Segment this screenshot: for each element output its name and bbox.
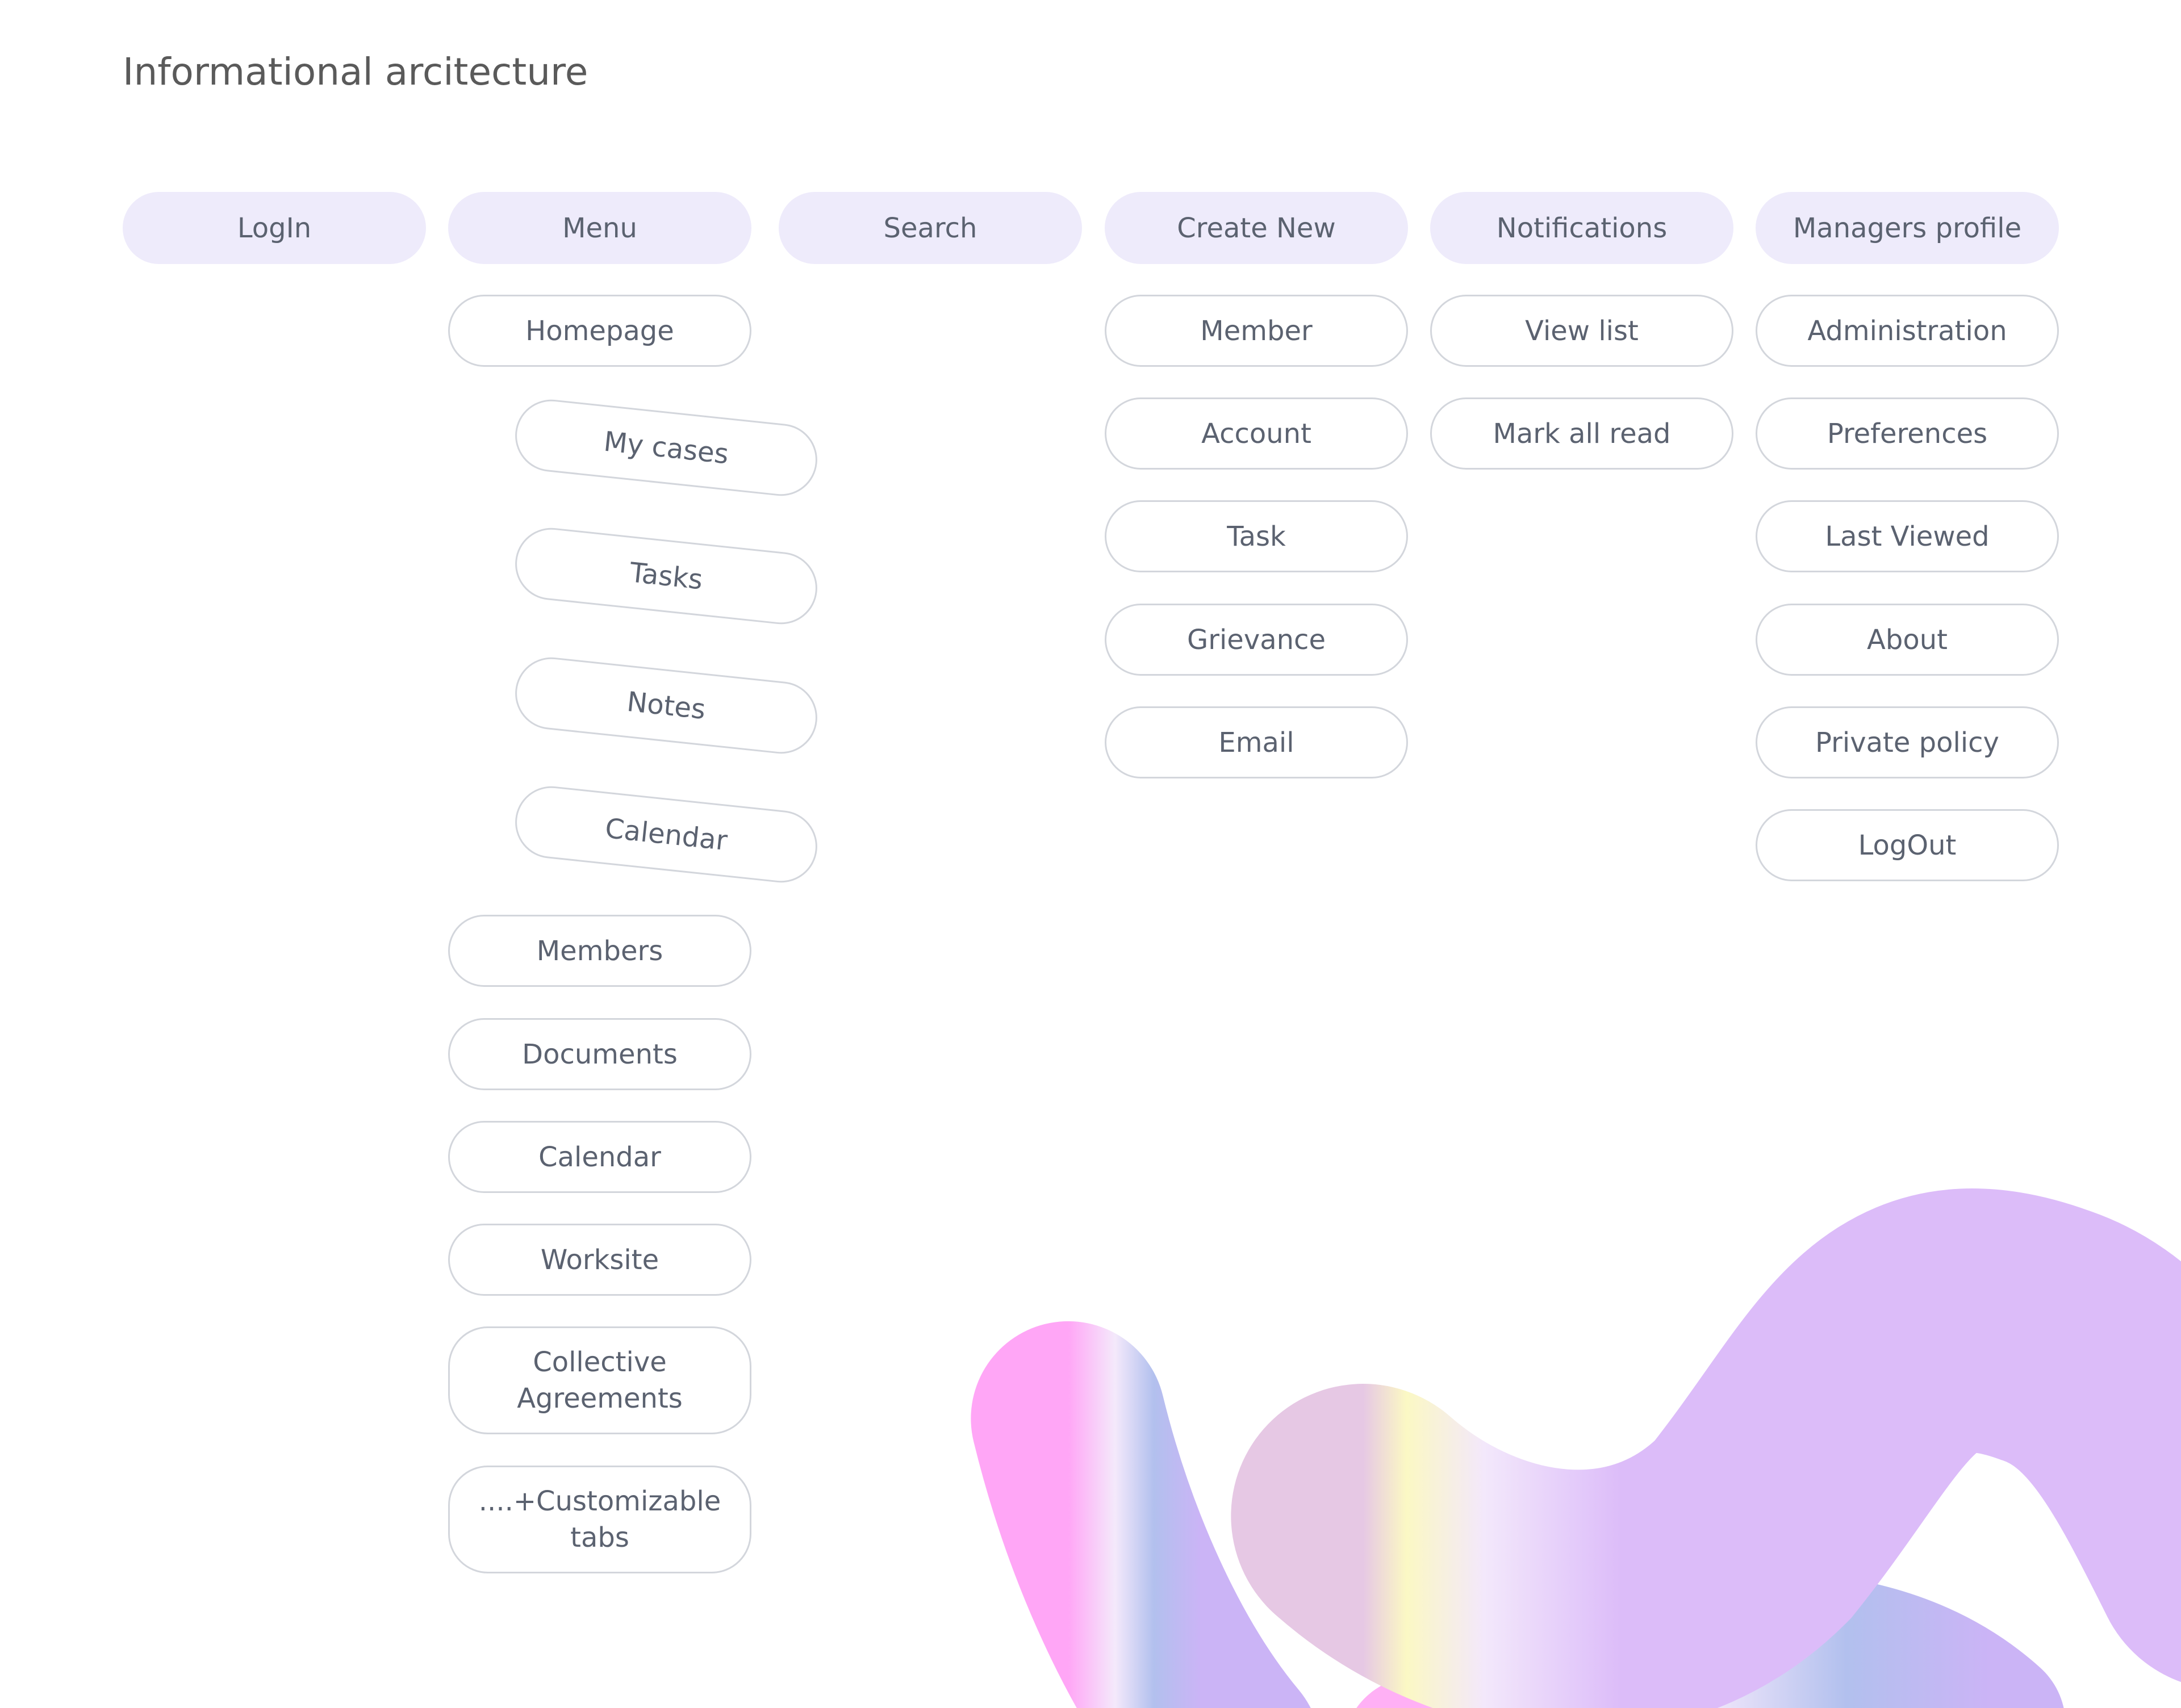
node-account: Account [1105,397,1408,470]
node-customizable-tabs: ....+Customizable tabs [448,1466,751,1573]
node-homepage: Homepage [448,295,751,367]
node-about: About [1756,604,2059,676]
node-administration: Administration [1756,295,2059,367]
node-mark-all-read: Mark all read [1430,397,1733,470]
node-task: Task [1105,500,1408,572]
node-private-policy: Private policy [1756,706,2059,778]
node-member: Member [1105,295,1408,367]
node-notifications: Notifications [1430,192,1733,264]
node-login: LogIn [123,192,426,264]
page-title: Informational arcitecture [123,50,588,94]
node-search: Search [779,192,1082,264]
node-email: Email [1105,706,1408,778]
node-preferences: Preferences [1756,397,2059,470]
blob-left-tube [971,1321,1310,1708]
node-managers-profile: Managers profile [1756,192,2059,264]
node-members: Members [448,915,751,987]
node-documents: Documents [448,1018,751,1090]
blob-main [1231,1188,2181,1708]
node-calendar: Calendar [448,1121,751,1193]
node-menu: Menu [448,192,751,264]
node-view-list: View list [1430,295,1733,367]
node-logout: LogOut [1756,809,2059,881]
node-grievance: Grievance [1105,604,1408,676]
node-create-new: Create New [1105,192,1408,264]
node-collective-agreements: Collective Agreements [448,1326,751,1434]
node-worksite: Worksite [448,1224,751,1296]
node-last-viewed: Last Viewed [1756,500,2059,572]
